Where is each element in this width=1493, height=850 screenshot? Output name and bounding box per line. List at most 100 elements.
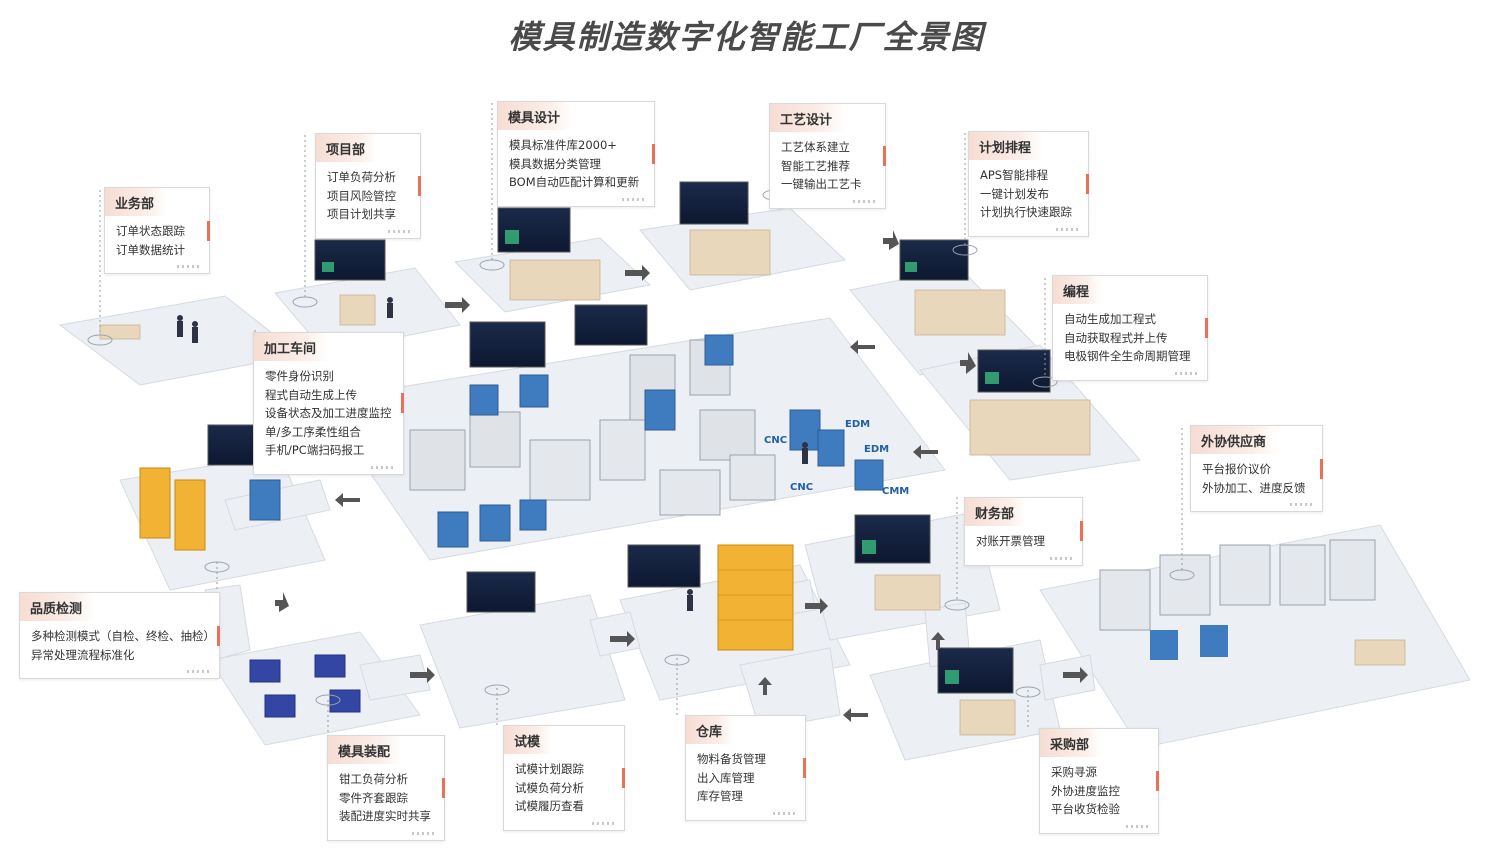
arrow-13: [843, 708, 868, 722]
card-item: 计划执行快速跟踪: [980, 205, 1072, 219]
dots-decoration: [853, 199, 877, 203]
accent-bar: [207, 220, 210, 241]
machine-label-edm-2: EDM: [864, 444, 889, 455]
card-zhijian: 品质检测 多种检测模式（自检、终检、抽检） 异常处理流程标准化: [19, 592, 220, 679]
arrow-10: [610, 631, 635, 647]
card-biancheng: 编程 自动生成加工程式 自动获取程式并上传 电极钢件全生命周期管理: [1052, 275, 1208, 381]
card-item: 智能工艺推荐: [781, 158, 850, 173]
card-header: 试模: [504, 726, 553, 754]
screen-biancheng: [977, 349, 1051, 393]
card-header: 加工车间: [254, 333, 329, 361]
card-jihua: 计划排程 APS智能排程 一键计划发布 计划执行快速跟踪: [968, 131, 1089, 237]
arrow-1: [445, 297, 470, 313]
rack-left-1: [139, 467, 171, 539]
screen-shimo: [466, 571, 536, 613]
card-item: 库存管理: [697, 789, 743, 803]
card-header: 计划排程: [969, 132, 1044, 160]
card-item: 工艺体系建立: [781, 140, 850, 154]
accent-bar: [652, 143, 655, 164]
arrow-7: [335, 493, 360, 507]
card-header: 工艺设计: [770, 104, 845, 132]
arrow-4: [960, 352, 976, 374]
dots-decoration: [1056, 227, 1080, 231]
card-item: 钳工负荷分析: [339, 772, 408, 786]
card-item: 订单数据统计: [116, 242, 185, 257]
accent-bar: [1205, 317, 1208, 338]
arrow-15: [1063, 667, 1088, 683]
accent-bar: [1156, 770, 1159, 791]
accent-bar: [622, 767, 625, 788]
card-header: 业务部: [105, 188, 167, 216]
card-waixie: 外协供应商 平台报价议价 外协加工、进度反馈: [1190, 425, 1323, 512]
screen-cangku: [627, 544, 701, 588]
card-item: 一键输出工艺卡: [781, 177, 862, 191]
accent-bar: [1086, 173, 1089, 194]
card-item: 对账开票管理: [976, 534, 1045, 548]
accent-bar: [803, 757, 806, 778]
card-item: 出入库管理: [697, 770, 755, 785]
arrow-5: [850, 340, 875, 354]
machine-label-edm-1: EDM: [845, 419, 870, 430]
card-item: 多种检测模式（自检、终检、抽检）: [31, 629, 215, 643]
card-item: 电极钢件全生命周期管理: [1064, 349, 1191, 363]
arrow-8: [275, 592, 289, 612]
platform-shimo: [419, 594, 626, 729]
card-item: BOM自动匹配计算和更新: [509, 175, 640, 189]
card-item: 订单负荷分析: [327, 170, 396, 184]
dots-decoration: [388, 229, 412, 233]
card-item: 试模履历查看: [515, 799, 584, 813]
card-header: 编程: [1053, 276, 1102, 304]
rack-cangku: [717, 544, 794, 651]
card-item: 平台报价议价: [1202, 462, 1271, 476]
arrow-14: [758, 677, 772, 695]
card-item: 程式自动生成上传: [265, 387, 357, 402]
card-item: 自动生成加工程式: [1064, 312, 1156, 326]
dots-decoration: [1050, 556, 1074, 560]
arrow-3: [883, 230, 899, 250]
dots-decoration: [187, 670, 211, 673]
dots-decoration: [1126, 824, 1150, 828]
card-item: 单/多工序柔性组合: [265, 424, 361, 439]
card-cangku: 仓库 物料备货管理 出入库管理 库存管理: [685, 715, 806, 821]
dots-decoration: [1175, 371, 1199, 375]
card-sheji: 模具设计 模具标准件库2000+ 模具数据分类管理 BOM自动匹配计算和更新: [497, 101, 655, 207]
card-item: 异常处理流程标准化: [31, 647, 135, 662]
card-header: 品质检测: [20, 593, 95, 621]
arrow-12: [931, 632, 945, 650]
card-item: 外协加工、进度反馈: [1202, 480, 1306, 495]
screen-xiangmu: [314, 239, 386, 281]
card-item: 平台收货检验: [1051, 802, 1120, 816]
card-header: 仓库: [686, 716, 735, 744]
dots-decoration: [412, 831, 436, 835]
card-jiagong: 加工车间 零件身份识别 程式自动生成上传 设备状态及加工进度监控 单/多工序柔性…: [253, 332, 404, 475]
machine-label-cnc-2: CNC: [790, 482, 813, 493]
card-item: 模具标准件库2000+: [509, 138, 617, 152]
dots-decoration: [177, 265, 201, 268]
accent-bar: [1320, 458, 1323, 479]
card-caigou: 采购部 采购寻源 外协进度监控 平台收货检验: [1039, 728, 1159, 834]
card-header: 项目部: [316, 134, 378, 162]
card-item: 模具数据分类管理: [509, 156, 601, 171]
card-item: 自动获取程式并上传: [1064, 330, 1168, 345]
accent-bar: [883, 145, 886, 166]
arrow-9: [410, 667, 435, 683]
rack-left-2: [174, 479, 206, 551]
card-header: 财务部: [965, 498, 1027, 526]
card-caiwu: 财务部 对账开票管理: [964, 497, 1083, 566]
card-header: 外协供应商: [1191, 426, 1279, 454]
card-item: 零件身份识别: [265, 369, 334, 383]
card-item: 项目风险管控: [327, 188, 396, 203]
screen-gongyi: [679, 181, 749, 225]
card-item: 手机/PC端扫码报工: [265, 443, 365, 457]
screen-workshop-2: [574, 304, 648, 346]
screen-workshop-1: [469, 321, 546, 368]
machine-labels: CNC EDM EDM CNC CMM: [764, 419, 909, 497]
card-shimo: 试模 试模计划跟踪 试模负荷分析 试模履历查看: [503, 725, 625, 831]
card-item: 设备状态及加工进度监控: [265, 406, 392, 420]
card-header: 采购部: [1040, 729, 1102, 757]
accent-bar: [1080, 521, 1083, 542]
card-item: 装配进度实时共享: [339, 809, 431, 823]
accent-bar: [217, 625, 220, 646]
card-gongyi: 工艺设计 工艺体系建立 智能工艺推荐 一键输出工艺卡: [769, 103, 886, 209]
